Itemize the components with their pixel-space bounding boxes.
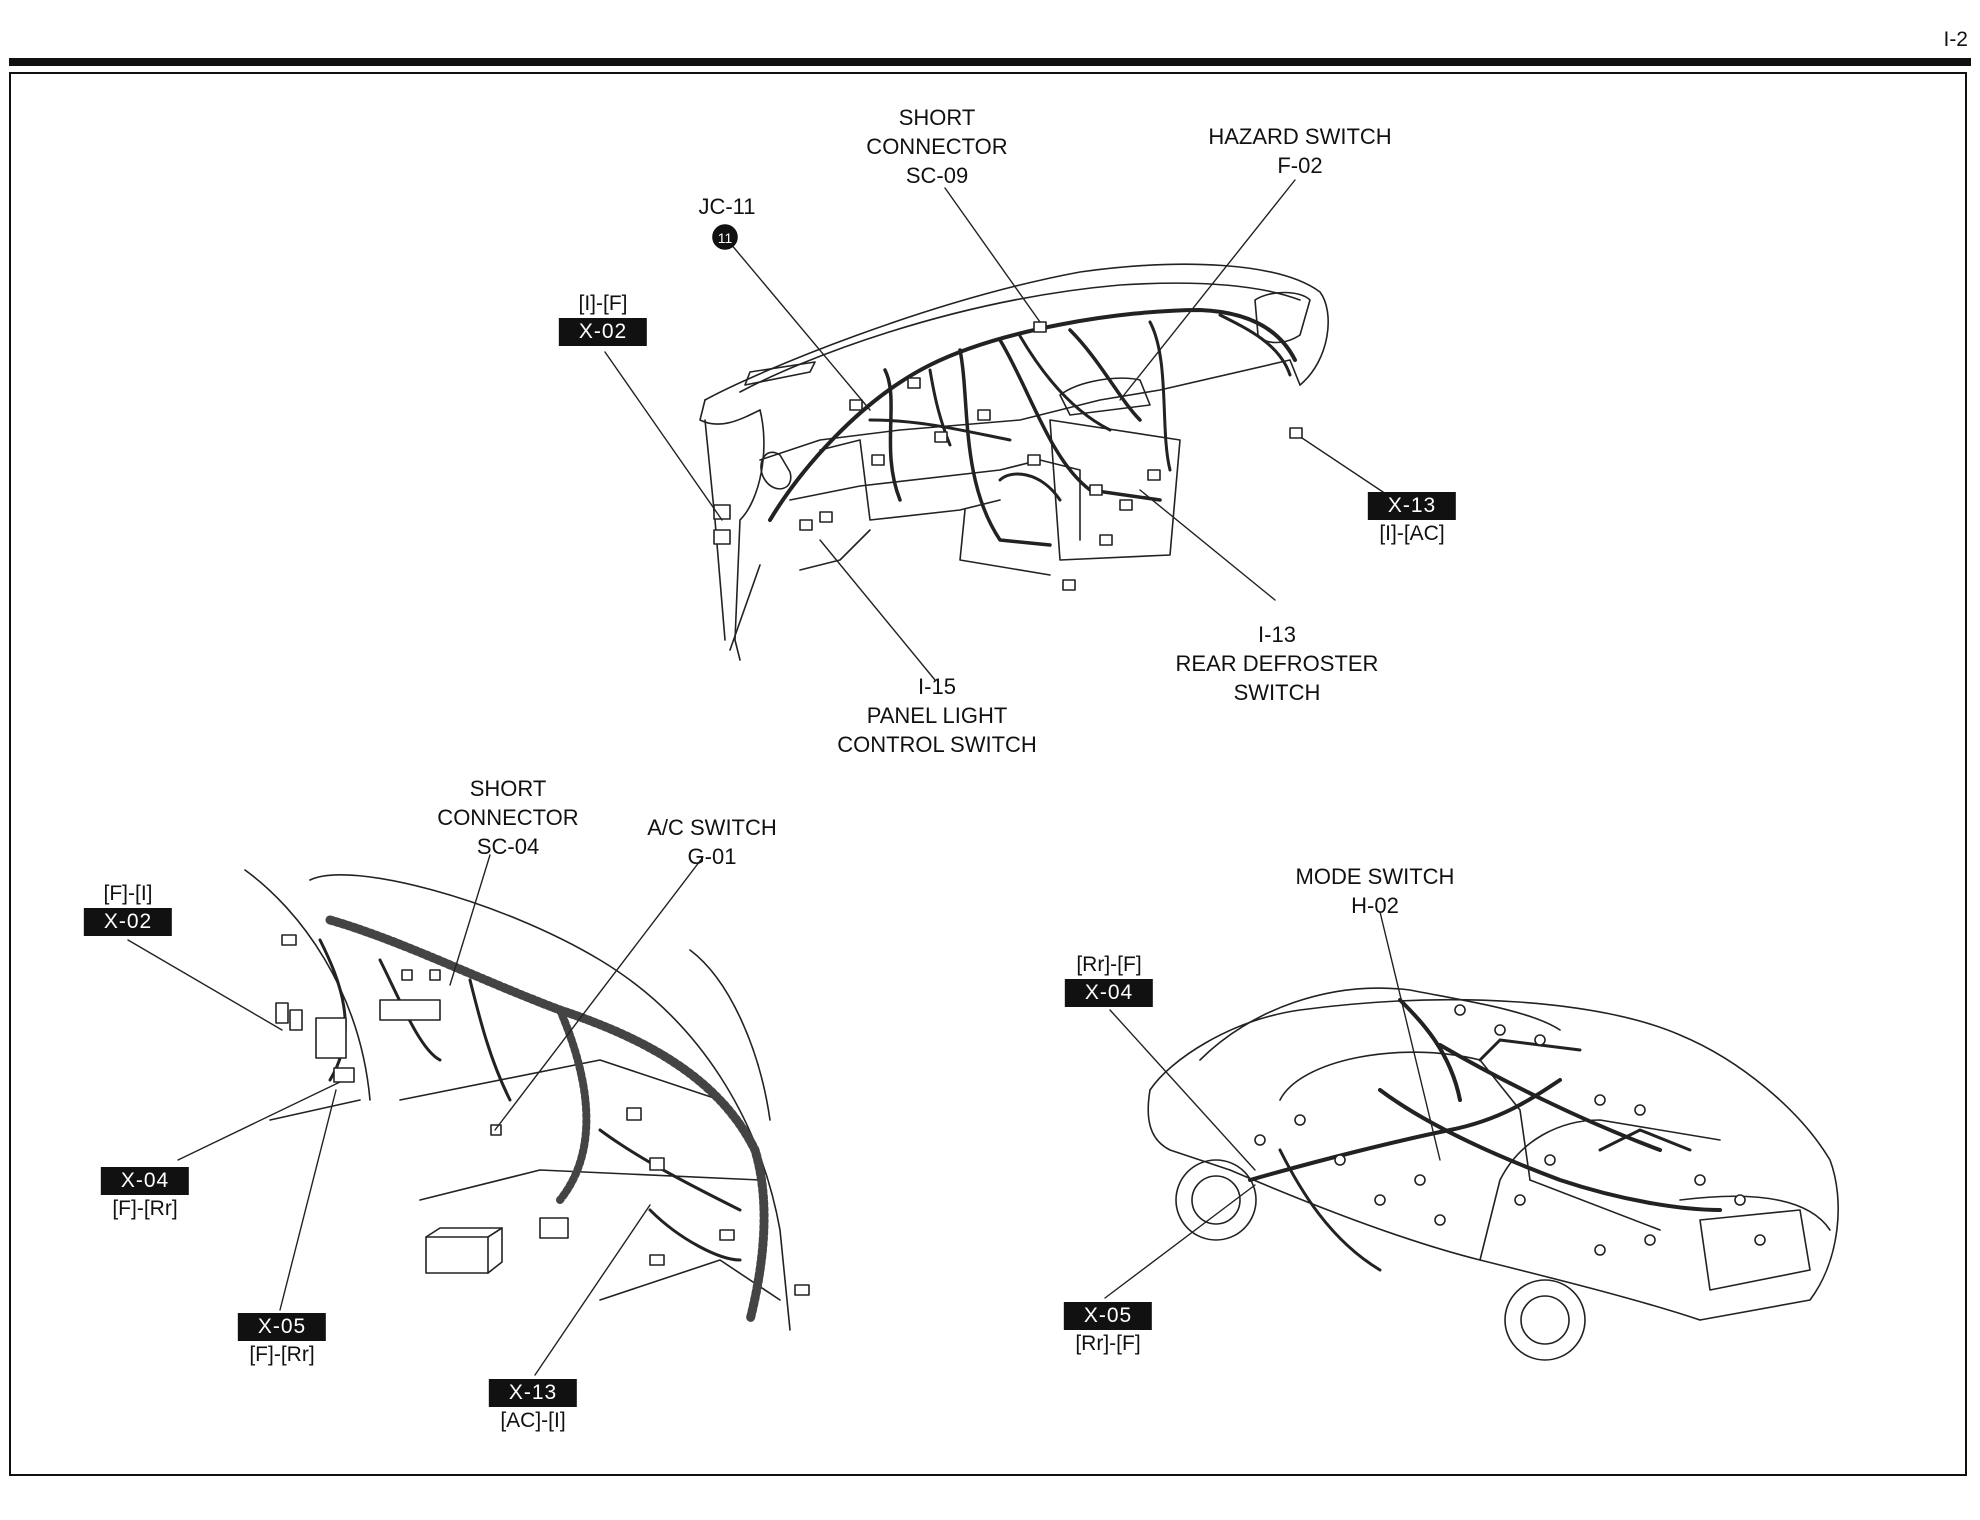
short-connector-sc-09-label: SHORT CONNECTOR SC-09	[866, 105, 1008, 188]
instrument-panel-drawing	[699, 263, 1329, 661]
front-harness-drawing	[244, 869, 810, 1331]
ac-switch-label: A/C SWITCH G-01	[647, 815, 777, 869]
connector-x-04-front: X-04 [F]-[Rr]	[100, 1167, 190, 1223]
connector-x-13-top: X-13 [I]-[AC]	[1367, 492, 1457, 548]
connector-x-05-body: X-05 [Rr]-[F]	[1063, 1302, 1153, 1358]
hazard-switch-label: HAZARD SWITCH F-02	[1208, 124, 1392, 178]
short-connector-sc-04-label: SHORT CONNECTOR SC-04	[437, 776, 579, 859]
connector-x-13-front: X-13 [AC]-[I]	[488, 1379, 578, 1435]
connector-x-02-top: [I]-[F] X-02	[558, 290, 648, 346]
jc-11-marker-icon	[712, 224, 738, 250]
leader-lines	[127, 179, 1441, 1376]
page-number: I-2	[1943, 28, 1968, 51]
panel-light-control-switch-label: I-15 PANEL LIGHT CONTROL SWITCH	[837, 674, 1037, 757]
connector-x-05-front: X-05 [F]-[Rr]	[237, 1313, 327, 1369]
rear-defroster-switch-label: I-13 REAR DEFROSTER SWITCH	[1175, 622, 1379, 705]
connector-x-02-front: [F]-[I] X-02	[83, 880, 173, 936]
jc-11-number: 11	[718, 230, 733, 246]
mode-switch-label: MODE SWITCH H-02	[1295, 864, 1455, 918]
jc-11-label: JC-11	[698, 194, 756, 219]
header-rule	[9, 58, 1971, 66]
diagram-frame	[9, 72, 1967, 1476]
body-harness-drawing	[1147, 987, 1839, 1361]
connector-x-04-body: [Rr]-[F] X-04	[1064, 951, 1154, 1007]
